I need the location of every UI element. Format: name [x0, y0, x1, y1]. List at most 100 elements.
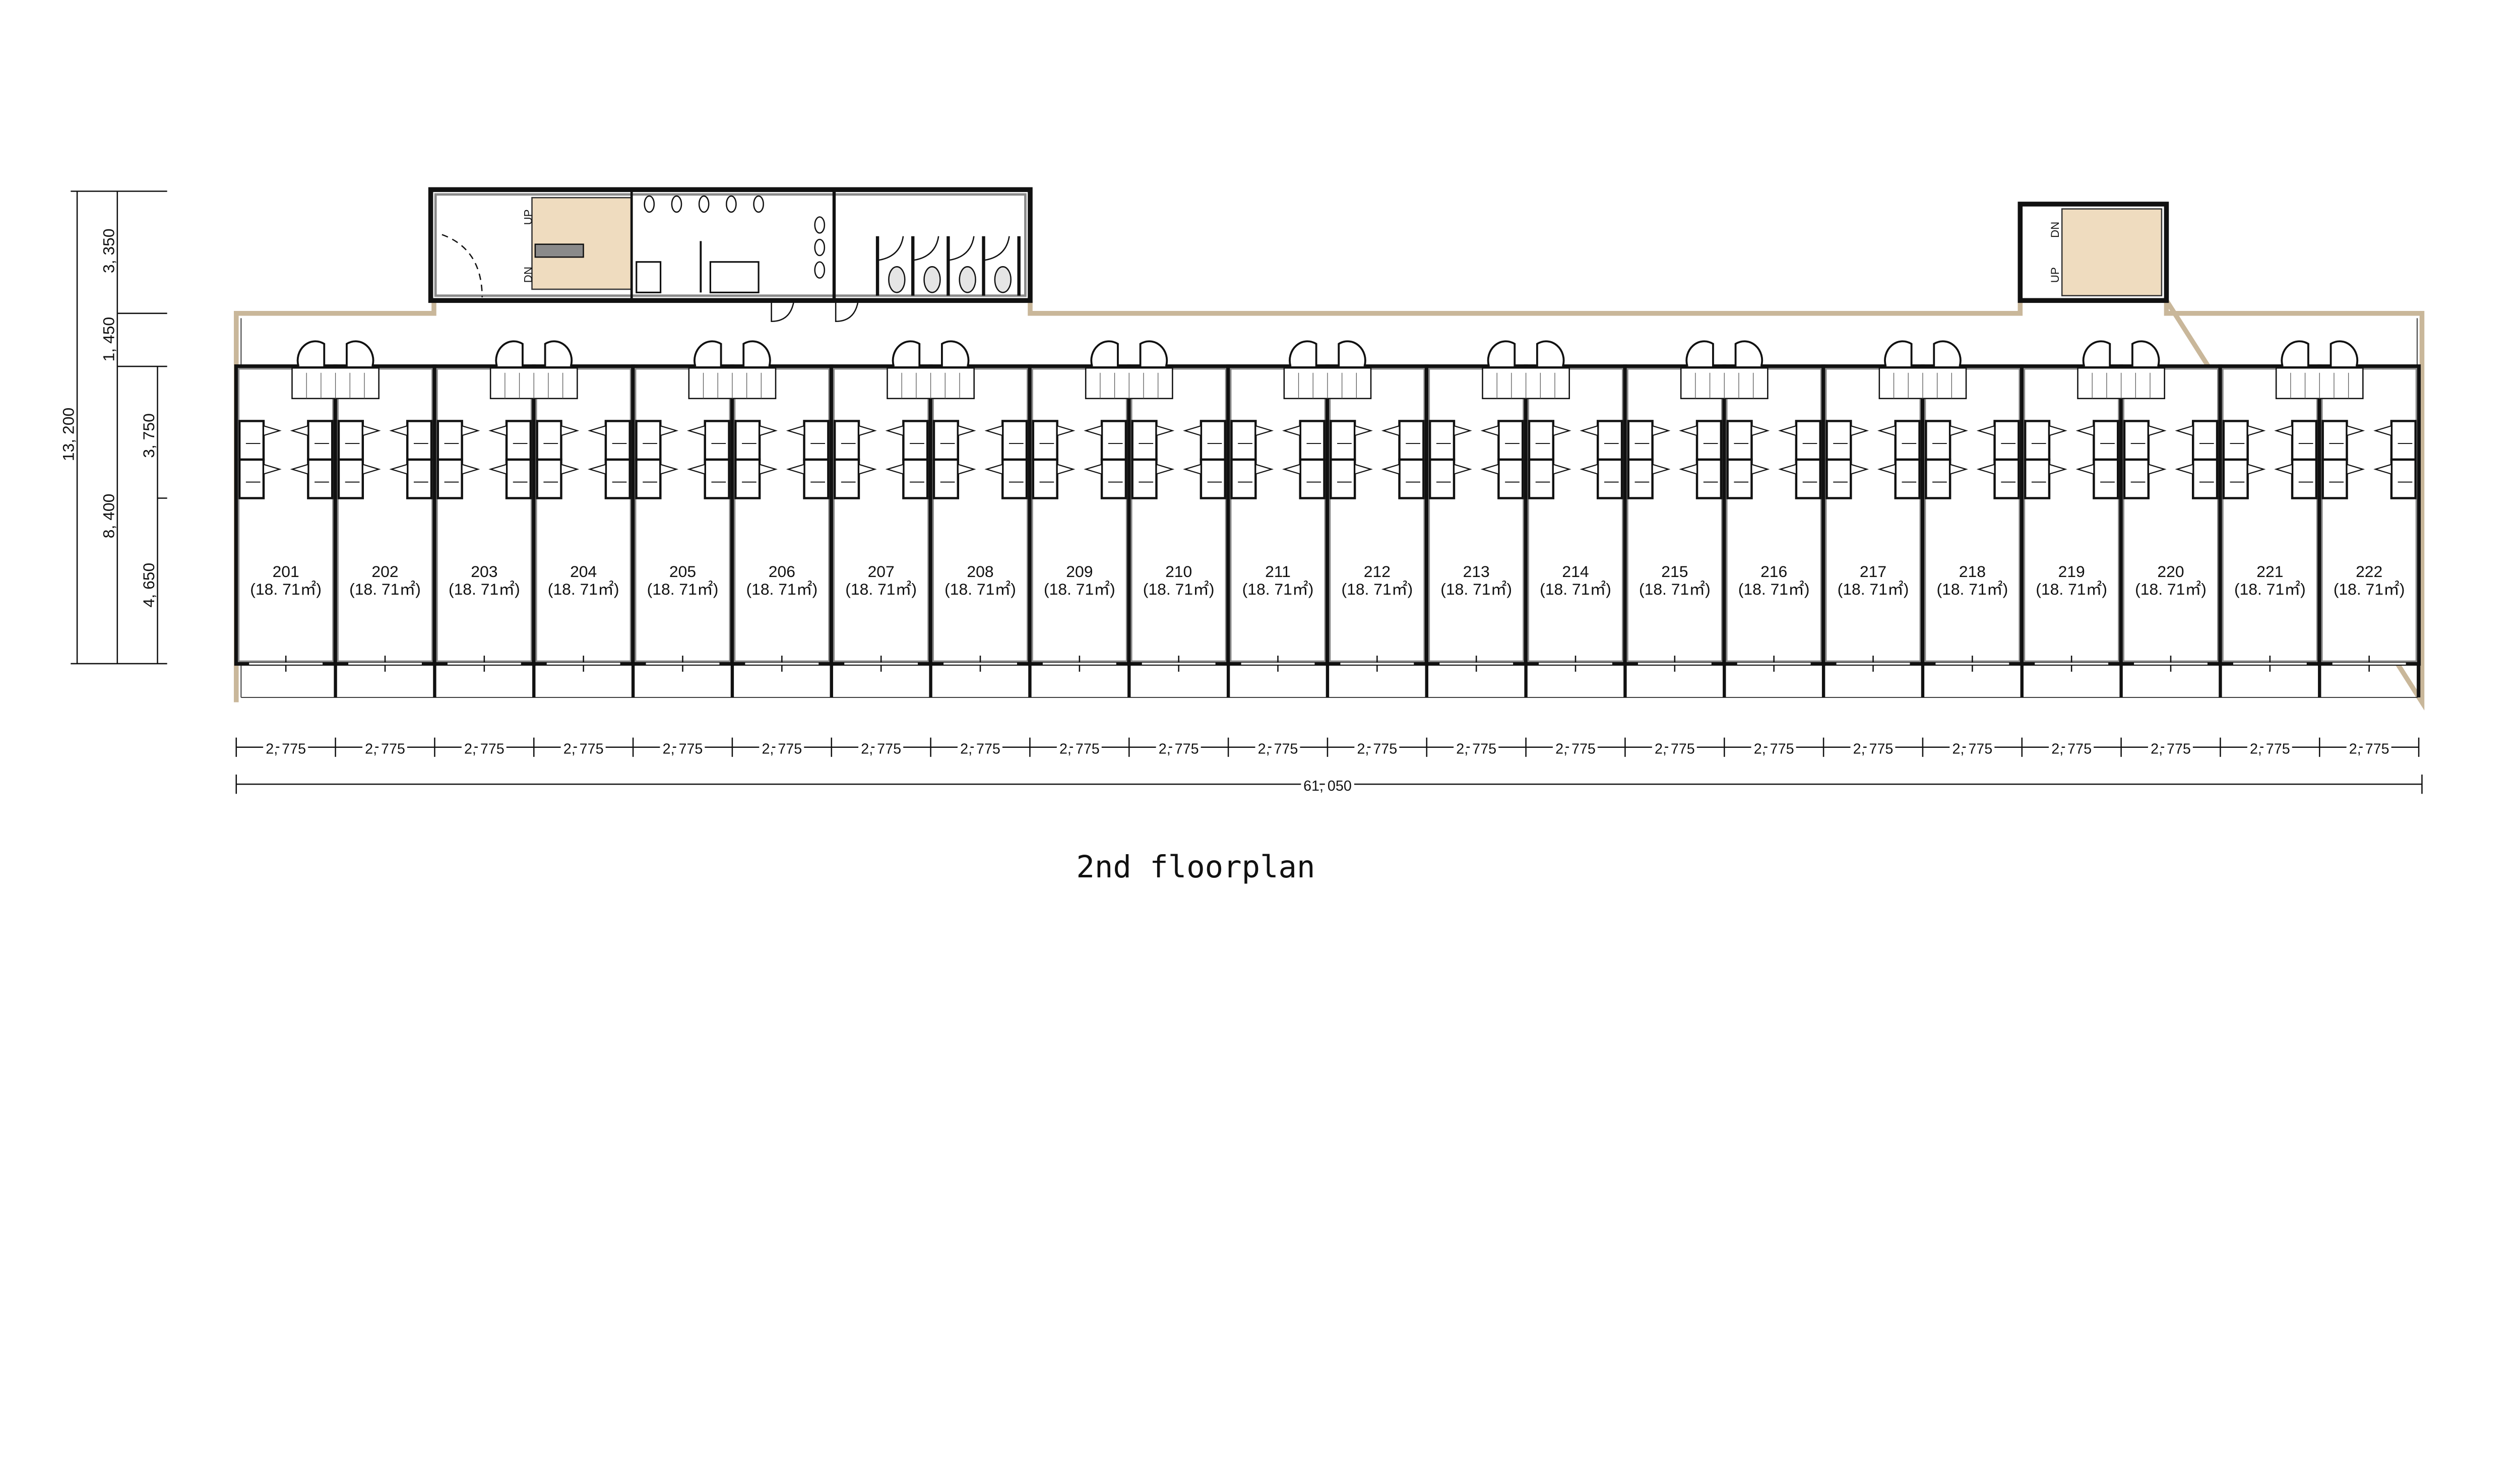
unit-area: (18. 71㎡) — [250, 580, 322, 598]
closet — [505, 458, 532, 499]
dim-unit-width: 2, 775 — [2250, 741, 2290, 757]
closet — [1795, 458, 1821, 499]
closet — [1100, 458, 1127, 499]
closet-door-icon — [2048, 464, 2067, 475]
closet-door-icon — [984, 425, 1003, 436]
dim-unit-width: 2, 775 — [2151, 741, 2191, 757]
closet-door-icon — [1453, 464, 1472, 475]
closet-door-icon — [488, 464, 508, 475]
stair-up-label: UP — [522, 209, 534, 225]
closet-door-icon — [1255, 464, 1274, 475]
unit-area: (18. 71㎡) — [1838, 580, 1909, 598]
closet-door-icon — [1354, 464, 1373, 475]
unit-204: 204(18. 71㎡) — [489, 340, 636, 697]
closet — [2123, 458, 2150, 499]
sink-icon — [814, 238, 826, 257]
closet — [704, 458, 730, 499]
unit-213: 213(18. 71㎡) — [1424, 364, 1528, 697]
entry-door-left — [2082, 340, 2111, 367]
closet-door-icon — [1282, 425, 1301, 436]
floorplan-drawing: UP DN DN UP 201(18. 71㎡)202(18. 71㎡)203(… — [59, 187, 2425, 885]
closet-door-icon — [1552, 464, 1571, 475]
closet — [536, 420, 562, 461]
unit-area: (18. 71㎡) — [2334, 580, 2405, 598]
unit-wall — [2317, 364, 2421, 666]
closet-door-icon — [1751, 464, 1770, 475]
closet-door-icon — [461, 425, 480, 436]
closet-door-icon — [759, 425, 778, 436]
closet-door-icon — [1183, 464, 1202, 475]
unit-207: 207(18. 71㎡) — [829, 364, 933, 697]
entry-door-left — [1487, 340, 1516, 367]
closet-door-icon — [2148, 464, 2167, 475]
closet — [1497, 420, 1524, 461]
unit-wall — [1127, 364, 1231, 666]
unit-area: (18. 71㎡) — [449, 580, 520, 598]
closet — [2093, 420, 2119, 461]
unit-202: 202(18. 71㎡) — [291, 340, 437, 697]
closet — [1032, 420, 1058, 461]
closet-door-icon — [2346, 464, 2365, 475]
closet-door-icon — [984, 464, 1003, 475]
closet — [2291, 458, 2318, 499]
closet-door-icon — [1381, 425, 1400, 436]
closet — [1528, 420, 1555, 461]
urinal-icon — [671, 195, 682, 213]
unit-wall — [1524, 364, 1627, 666]
unit-number: 216 — [1760, 562, 1787, 581]
unit-wall — [1821, 364, 1925, 666]
closet-door-icon — [2274, 425, 2293, 436]
closet — [734, 458, 761, 499]
closet-door-icon — [2075, 464, 2095, 475]
dim-unit-depth: 8, 400 — [99, 494, 117, 539]
closet-door-icon — [786, 464, 805, 475]
unit-number: 220 — [2157, 562, 2184, 581]
closet-door-icon — [1056, 464, 1076, 475]
closet — [307, 458, 334, 499]
unit-area: (18. 71㎡) — [1639, 580, 1711, 598]
closet-door-icon — [263, 425, 282, 436]
closet — [1001, 458, 1028, 499]
sink-icon — [814, 261, 826, 279]
dim-total-height: 13, 200 — [59, 408, 78, 461]
unit-area: (18. 71㎡) — [1341, 580, 1413, 598]
closet — [436, 458, 463, 499]
closet-door-icon — [588, 425, 606, 436]
unit-215: 215(18. 71㎡) — [1623, 364, 1727, 697]
entry-door-right — [941, 340, 970, 367]
unit-201: 201(18. 71㎡) — [234, 364, 338, 697]
urinal-icon — [753, 195, 764, 213]
dim-unit-width: 2, 775 — [2051, 741, 2092, 757]
closet — [1299, 420, 1326, 461]
unit-area: (18. 71㎡) — [1936, 580, 2008, 598]
entry-door-right — [742, 340, 771, 367]
entry-door-left — [495, 340, 524, 367]
closet-door-icon — [362, 425, 381, 436]
dim-unit-width: 2, 775 — [266, 741, 306, 757]
closet-door-icon — [1354, 425, 1373, 436]
closet-door-icon — [2175, 425, 2194, 436]
door-swing — [771, 300, 859, 323]
closet — [2024, 458, 2051, 499]
closet-door-icon — [1850, 464, 1869, 475]
closet-door-icon — [1480, 464, 1499, 475]
closet — [1497, 458, 1524, 499]
closet-door-icon — [1877, 425, 1896, 436]
entry-door-left — [1289, 340, 1317, 367]
toilet-icon — [959, 266, 976, 293]
closet — [238, 420, 265, 461]
closet — [436, 420, 463, 461]
closet — [2390, 420, 2417, 461]
closet — [1001, 420, 1028, 461]
unit-area: (18. 71㎡) — [2135, 580, 2207, 598]
closet-door-icon — [1480, 425, 1499, 436]
unit-218: 218(18. 71㎡) — [1878, 340, 2024, 697]
unit-208: 208(18. 71㎡) — [887, 340, 1032, 697]
closet — [704, 420, 730, 461]
closet-door-icon — [2274, 464, 2293, 475]
door-swing — [913, 236, 939, 261]
closet — [635, 420, 662, 461]
toilet-icon — [888, 266, 906, 293]
closet — [1398, 458, 1425, 499]
closet — [536, 458, 562, 499]
